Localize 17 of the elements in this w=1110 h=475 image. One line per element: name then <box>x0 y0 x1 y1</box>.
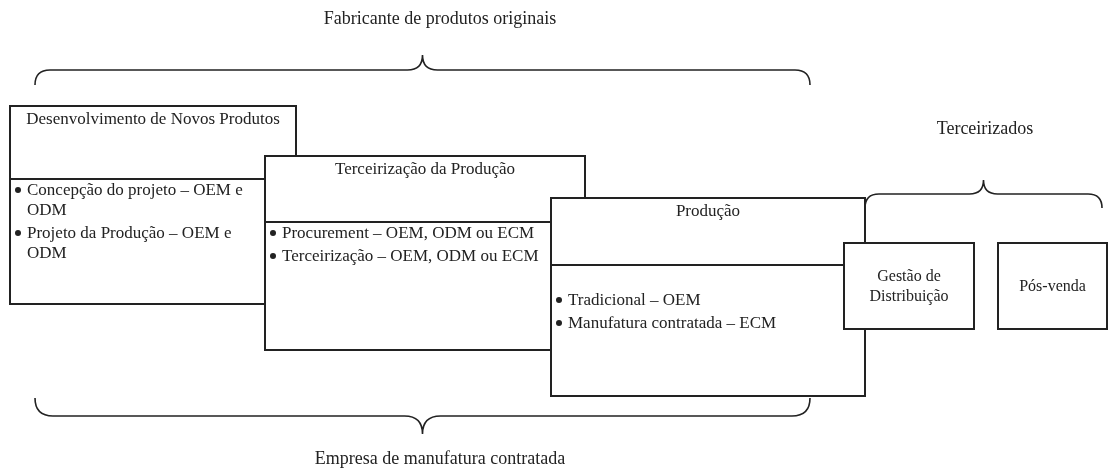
box-label: Pós-venda <box>1018 276 1087 296</box>
list-item: Concepção do projeto – OEM e ODM <box>13 180 266 220</box>
brace-label: Fabricante de produtos originais <box>323 8 557 29</box>
list-item: Procurement – OEM, ODM ou ECM <box>268 223 541 243</box>
list-item: Projeto da Produção – OEM e ODM <box>13 223 266 263</box>
box-heading: Terceirização da Produção <box>333 158 516 179</box>
list-item: Tradicional – OEM <box>554 290 832 310</box>
process-box <box>997 242 1108 330</box>
box-heading: Desenvolvimento de Novos Produtos <box>25 108 281 129</box>
list-item: Manufatura contratada – ECM <box>554 313 832 333</box>
box-heading: Produção <box>674 200 742 221</box>
brace-label: Empresa de manufatura contratada <box>314 448 566 469</box>
process-box <box>550 197 866 397</box>
box-label: Gestão de Distribuição <box>868 266 950 306</box>
list-item: Terceirização – OEM, ODM ou ECM <box>268 246 541 266</box>
brace-label: Terceirizados <box>936 118 1034 139</box>
process-box <box>843 242 975 330</box>
